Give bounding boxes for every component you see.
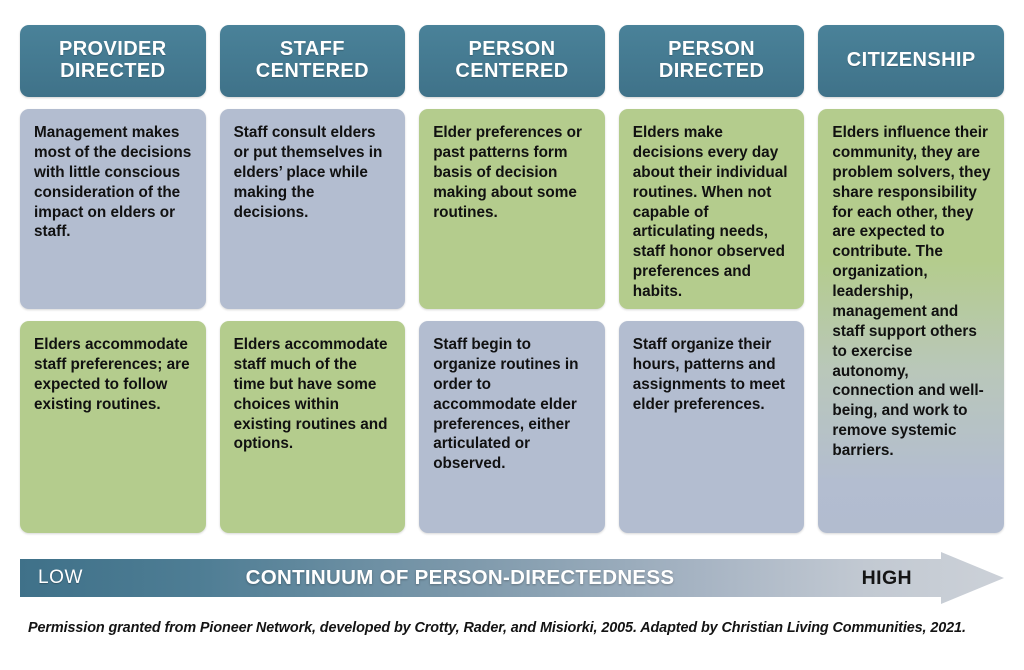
spacer — [20, 309, 206, 321]
column-header-label: STAFF CENTERED — [255, 38, 369, 82]
card-person-directed-top: Elders make decisions every day about th… — [618, 109, 805, 309]
spacer — [220, 97, 406, 109]
column-header-label: CITIZENSHIP — [846, 49, 976, 72]
card-citizenship: Elders influence their community, they a… — [818, 109, 1004, 533]
continuum-center-label: CONTINUUM OF PERSON-DIRECTEDNESS — [245, 566, 675, 589]
card-provider-directed-bottom: Elders accommodate staff preferences; ar… — [20, 321, 206, 533]
spacer — [619, 309, 805, 321]
footer-credit: Permission granted from Pioneer Network,… — [28, 620, 966, 636]
card-person-directed-bottom: Staff organize their hours, patterns and… — [618, 321, 805, 533]
column-person-directed: PERSON DIRECTED Elders make decisions ev… — [618, 25, 805, 533]
column-header-provider-directed: PROVIDER DIRECTED — [20, 25, 206, 97]
arrow-right-icon — [20, 552, 1004, 604]
column-citizenship: CITIZENSHIP Elders influence their commu… — [818, 25, 1004, 533]
spacer — [20, 97, 206, 109]
card-staff-centered-bottom: Elders accommodate staff much of the tim… — [219, 321, 406, 533]
column-header-label: PROVIDER DIRECTED — [58, 38, 167, 82]
card-person-centered-top: Elder preferences or past patterns form … — [419, 109, 605, 309]
continuum-high-label: HIGH — [861, 566, 912, 589]
column-staff-centered: STAFF CENTERED Staff consult elders or p… — [219, 25, 406, 533]
card-text: Management makes most of the decisions w… — [34, 124, 192, 241]
spacer — [818, 97, 1004, 109]
spacer — [619, 97, 805, 109]
column-header-citizenship: CITIZENSHIP — [818, 25, 1004, 97]
card-text: Elders accommodate staff much of the tim… — [233, 336, 388, 453]
card-text: Elders make decisions every day about th… — [632, 124, 788, 300]
column-header-person-directed: PERSON DIRECTED — [618, 25, 805, 97]
column-header-staff-centered: STAFF CENTERED — [219, 25, 406, 97]
column-person-centered: PERSON CENTERED Elder preferences or pas… — [419, 25, 605, 533]
card-text: Elders influence their community, they a… — [832, 124, 991, 459]
card-provider-directed-top: Management makes most of the decisions w… — [20, 109, 206, 309]
card-text: Elders accommodate staff preferences; ar… — [34, 336, 190, 413]
column-header-label: PERSON DIRECTED — [658, 38, 765, 82]
column-provider-directed: PROVIDER DIRECTED Management makes most … — [20, 25, 206, 533]
spacer — [220, 309, 406, 321]
continuum-columns: PROVIDER DIRECTED Management makes most … — [20, 25, 1004, 533]
card-staff-centered-top: Staff consult elders or put themselves i… — [219, 109, 406, 309]
continuum-low-label: LOW — [38, 567, 84, 588]
spacer — [419, 97, 605, 109]
continuum-arrow: LOW CONTINUUM OF PERSON-DIRECTEDNESS HIG… — [20, 552, 1004, 604]
spacer — [419, 309, 605, 321]
card-text: Staff organize their hours, patterns and… — [632, 336, 785, 413]
card-text: Staff consult elders or put themselves i… — [233, 124, 383, 221]
column-header-person-centered: PERSON CENTERED — [419, 25, 605, 97]
column-header-label: PERSON CENTERED — [455, 38, 569, 82]
card-text: Elder preferences or past patterns form … — [433, 124, 582, 221]
card-person-centered-bottom: Staff begin to organize routines in orde… — [419, 321, 605, 533]
card-text: Staff begin to organize routines in orde… — [433, 336, 579, 473]
